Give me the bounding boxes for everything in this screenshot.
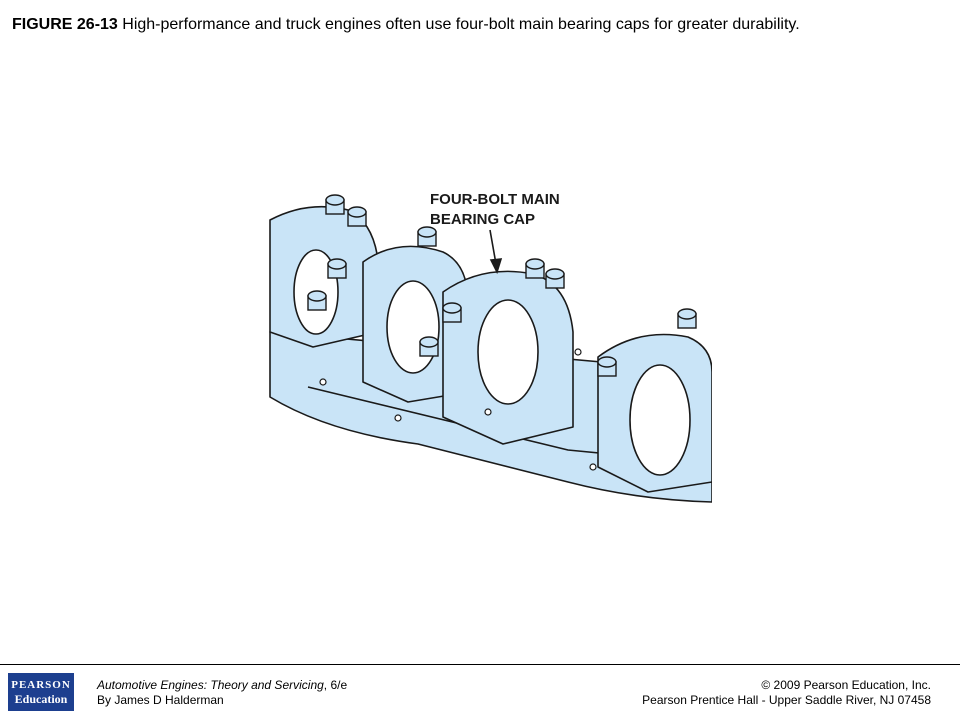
book-title-line: Automotive Engines: Theory and Servicing… <box>97 678 347 693</box>
bolt-icon <box>442 302 462 323</box>
pearson-education-logo: PEARSON Education <box>8 673 74 711</box>
figure-label: FIGURE 26-13 <box>12 16 118 33</box>
callout-label-line1: FOUR-BOLT MAIN <box>430 191 560 208</box>
bolt-icon <box>597 356 617 377</box>
bolt-icon <box>347 206 367 227</box>
footer-divider <box>0 664 960 665</box>
book-author: By James D Halderman <box>97 693 224 707</box>
bearing-bore-4 <box>629 364 691 476</box>
engine-block-illustration: FOUR-BOLT MAIN BEARING CAP <box>269 191 712 503</box>
figure-caption: FIGURE 26-13 High-performance and truck … <box>12 15 952 35</box>
callout-arrow <box>489 229 503 275</box>
callout-label-line2: BEARING CAP <box>430 211 535 228</box>
bearing-bore-2 <box>386 280 440 374</box>
book-title: Automotive Engines: Theory and Servicing <box>97 678 324 692</box>
book-edition: , 6/e <box>323 678 348 692</box>
bolt-icon <box>525 258 545 279</box>
book-info: Automotive Engines: Theory and Servicing… <box>97 678 347 708</box>
publisher-text: Pearson Prentice Hall - Upper Saddle Riv… <box>642 693 931 707</box>
bolt-icon <box>327 258 347 279</box>
bolt-icon <box>419 336 439 357</box>
bolt-icon <box>325 194 345 215</box>
bolt-icon <box>545 268 565 289</box>
bolt-icon <box>677 308 697 329</box>
bolt-icon <box>417 226 437 247</box>
copyright-text: © 2009 Pearson Education, Inc. <box>761 678 931 692</box>
bearing-bore-3 <box>477 299 539 405</box>
copyright-info: © 2009 Pearson Education, Inc. Pearson P… <box>642 678 931 708</box>
figure-caption-text: High-performance and truck engines often… <box>122 16 800 33</box>
bolt-icon <box>307 290 327 311</box>
